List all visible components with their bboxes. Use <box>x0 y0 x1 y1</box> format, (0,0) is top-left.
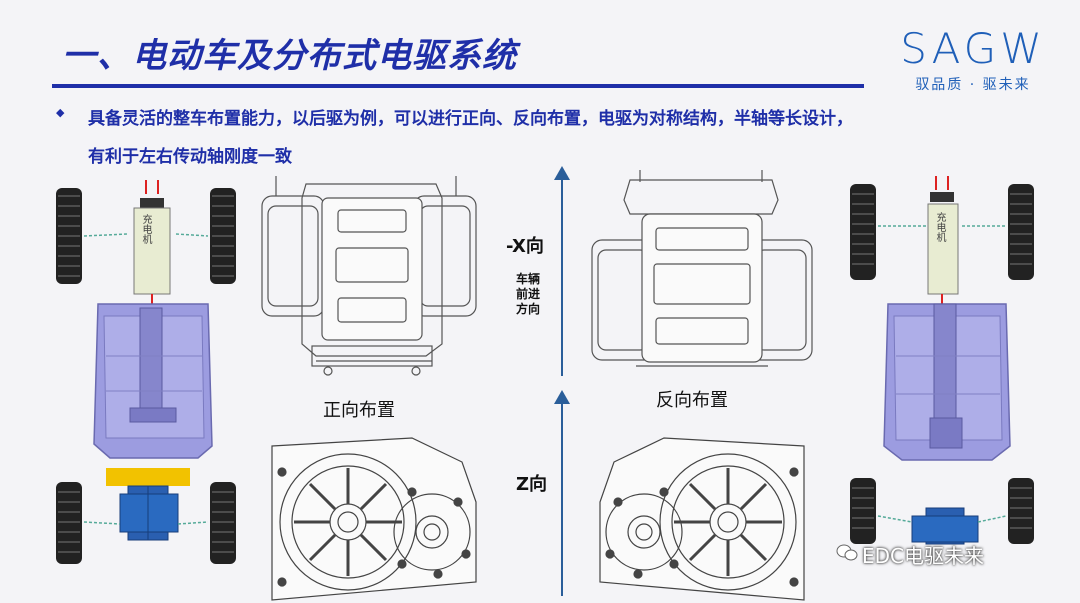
battery-pack-right <box>883 303 1011 461</box>
x-direction-label: -X向 <box>506 236 544 257</box>
generator-unit-right <box>927 176 959 304</box>
z-arrowhead-icon <box>554 390 570 404</box>
bullet-diamond-icon: ◆ <box>56 106 65 119</box>
generator-unit-left <box>133 180 171 304</box>
reverse-layout-caption: 反向布置 <box>656 390 728 411</box>
logo-wordmark: SAGW <box>900 24 1046 73</box>
title-divider <box>52 84 864 88</box>
vehicle-forward-direction-label: 车辆 前进 方向 <box>515 272 540 316</box>
watermark-text: EDC电驱未来 <box>862 544 985 568</box>
reverse-z-view-drawing <box>599 437 805 601</box>
z-direction-arrow <box>561 400 563 596</box>
left-chassis-diagram <box>56 180 236 564</box>
tire-rear-right-right-diagram <box>1008 478 1034 544</box>
page-title: 一、电动车及分布式电驱系统 <box>62 36 517 76</box>
company-logo: SAGW 驭品质 · 驱未来 <box>888 26 1058 94</box>
forward-arrowhead-icon <box>554 166 570 180</box>
body-line-1: 具备灵活的整车布置能力，以后驱为例，可以进行正向、反向布置，电驱为对称结构，半轴… <box>88 109 853 129</box>
body-line-2: 有利于左右传动轴刚度一致 <box>88 147 292 167</box>
tire-rear-right <box>210 482 236 564</box>
rear-drive-motor-left <box>83 468 209 541</box>
forward-layout-caption: 正向布置 <box>323 400 395 421</box>
tire-front-left <box>56 188 82 284</box>
body-paragraph: 具备灵活的整车布置能力，以后驱为例，可以进行正向、反向布置，电驱为对称结构，半轴… <box>88 100 1048 176</box>
tire-front-left-right-diagram <box>850 184 876 280</box>
tire-front-right <box>210 188 236 284</box>
forward-layout-drawing <box>261 176 477 376</box>
forward-direction-arrow <box>561 176 563 376</box>
z-direction-label: Z向 <box>516 474 548 495</box>
logo-slogan: 驭品质 · 驱未来 <box>915 77 1031 93</box>
tire-rear-left <box>56 482 82 564</box>
right-chassis-diagram <box>850 176 1034 545</box>
tire-rear-left-right-diagram <box>850 478 876 544</box>
reverse-layout-drawing <box>591 170 813 367</box>
forward-z-view-drawing <box>271 437 477 601</box>
rear-drive-motor-right <box>877 507 1007 545</box>
wechat-icon <box>836 544 858 561</box>
generator-label-right: 充电机 <box>934 212 945 242</box>
generator-label-left: 充电机 <box>140 214 151 244</box>
battery-pack-left <box>93 303 213 459</box>
tire-front-right-right-diagram <box>1008 184 1034 280</box>
